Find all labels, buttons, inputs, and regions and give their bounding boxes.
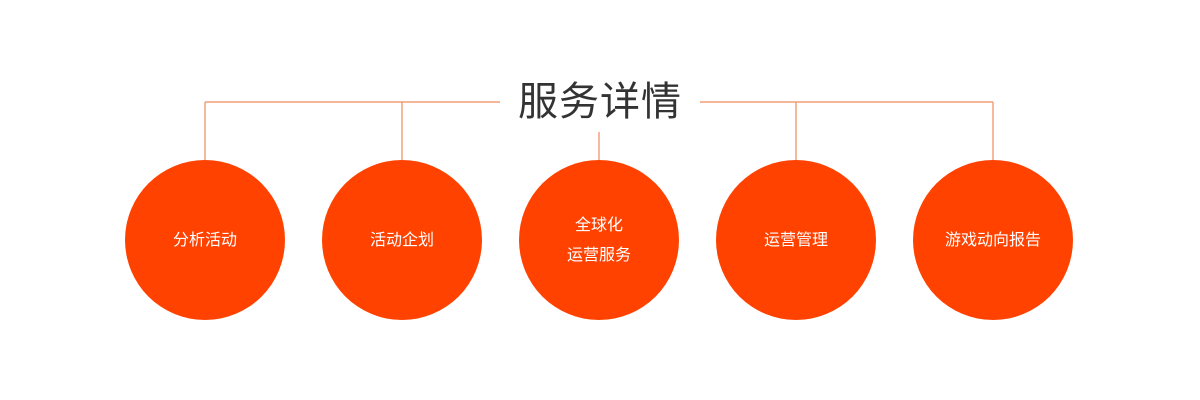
service-node-analysis: 分析活动 [125,160,285,320]
service-node-planning: 活动企划 [322,160,482,320]
node-label-line-2: 运营服务 [566,245,631,264]
node-label: 游戏动向报告 [944,230,1041,249]
service-node-operations: 运营管理 [716,160,876,320]
diagram-title: 服务详情 [500,72,700,132]
node-label: 运营管理 [763,230,828,249]
node-label: 分析活动 [172,230,237,249]
node-label-line-1: 全球化 [574,215,623,234]
service-node-global-ops: 全球化 运营服务 [519,160,679,320]
node-label: 活动企划 [369,230,434,249]
service-node-trend-report: 游戏动向报告 [913,160,1073,320]
